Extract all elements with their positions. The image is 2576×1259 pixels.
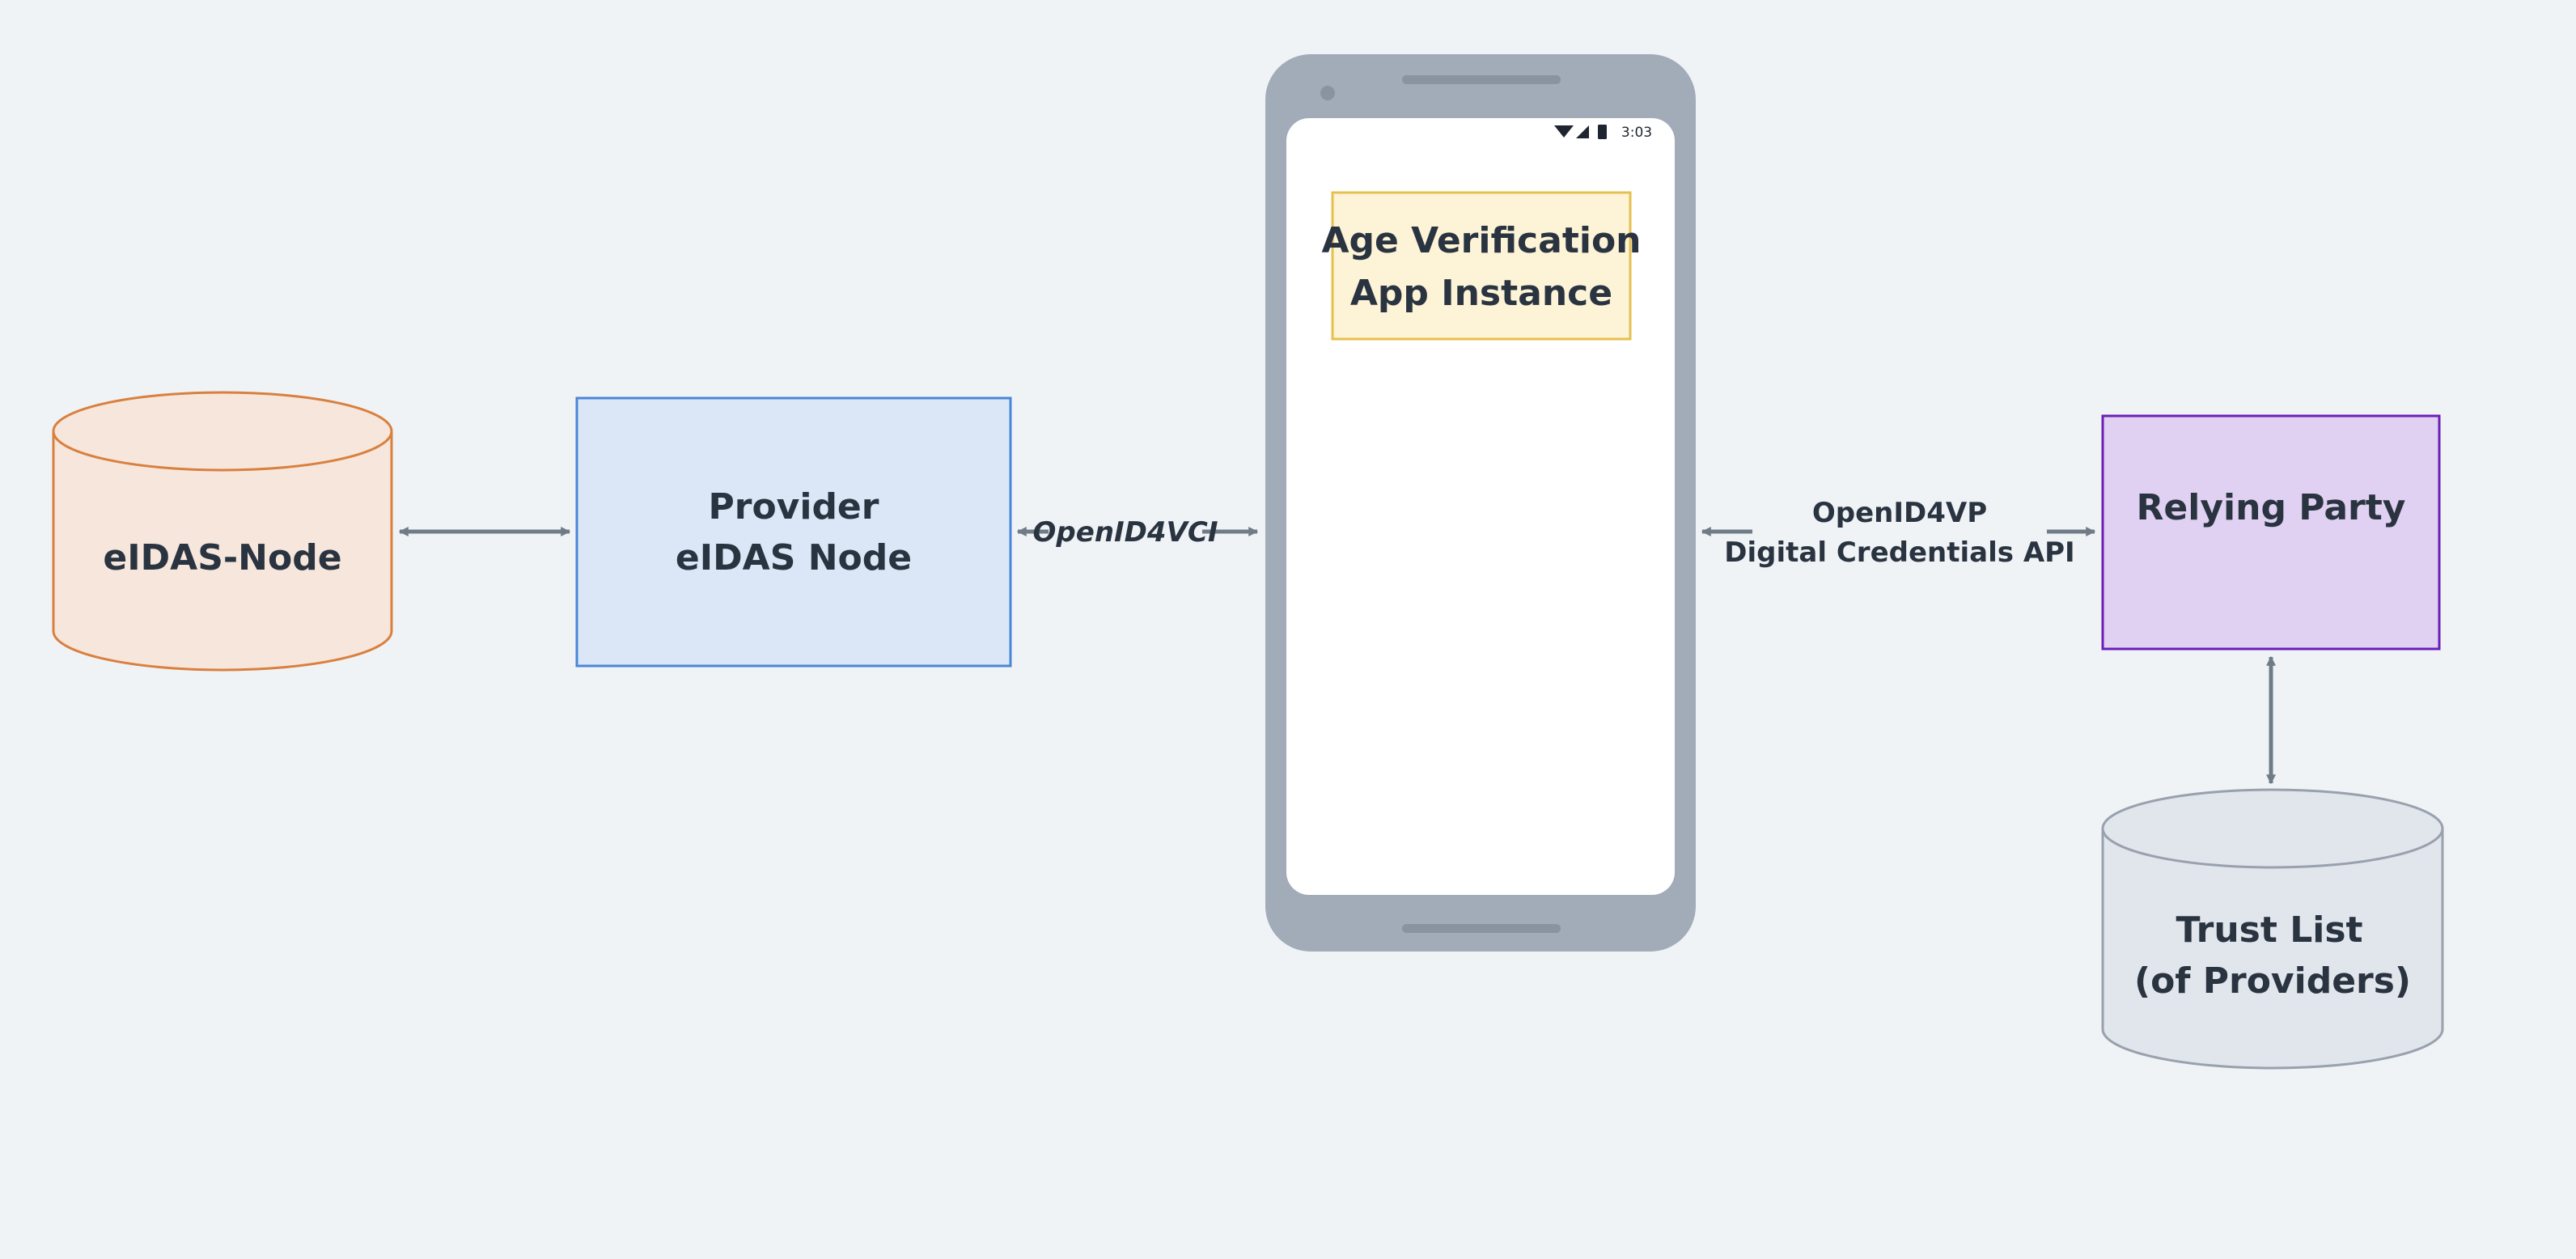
wifi-icon [1554, 125, 1574, 138]
trust-list-cylinder[interactable]: Trust List (of Providers) [2101, 788, 2444, 1070]
status-time: 3:03 [1621, 125, 1652, 141]
relying-party-box[interactable]: Relying Party [2101, 414, 2441, 651]
age-verification-app-box[interactable]: Age Verification App Instance [1321, 191, 1642, 341]
openid4vp-label-line2: Digital Credentials API [1724, 536, 2074, 569]
eidas-node-cylinder[interactable]: eIDAS-Node [52, 391, 393, 672]
phone-speaker [1402, 75, 1561, 84]
battery-icon [1598, 125, 1607, 139]
provider-label-line2: eIDAS Node [676, 537, 912, 579]
eidas-node-label: eIDAS-Node [103, 537, 341, 579]
trust-list-label-line1: Trust List [2176, 909, 2362, 951]
openid4vp-label-line1: OpenID4VP [1812, 497, 1987, 529]
relying-party-label: Relying Party [2137, 487, 2406, 528]
phone-home-bar [1402, 924, 1561, 933]
camera-icon [1320, 86, 1335, 100]
openid4vci-label: OpenID4VCI [1033, 516, 1218, 549]
app-label-line1: Age Verification [1321, 220, 1641, 261]
trust-list-label-line2: (of Providers) [2134, 960, 2411, 1002]
provider-box[interactable]: Provider eIDAS Node [575, 396, 1012, 668]
app-label-line2: App Instance [1350, 273, 1612, 314]
signal-icon [1576, 125, 1589, 138]
provider-label-line1: Provider [709, 486, 879, 528]
phone-device: 3:03 Age Verification App Instance [1265, 54, 1696, 952]
